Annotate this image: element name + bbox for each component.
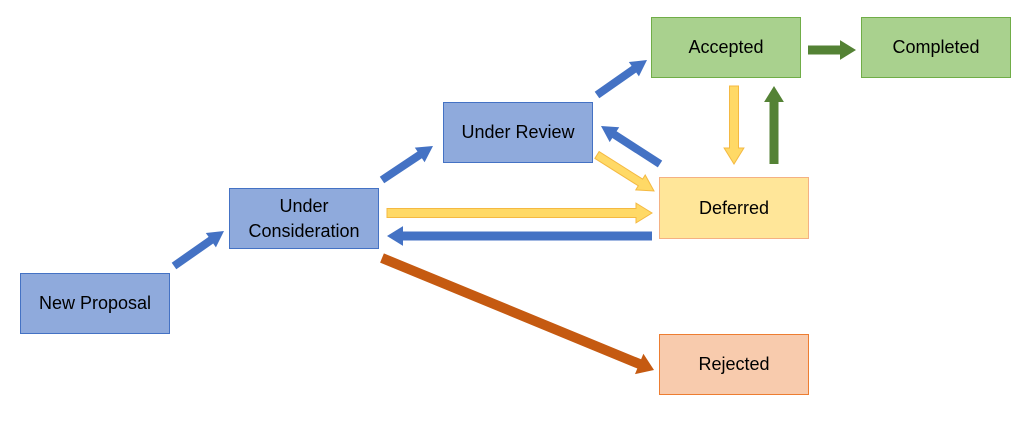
node-under-consideration-label: Under Consideration (248, 196, 360, 241)
arrow-consideration-to-rejected (380, 253, 654, 375)
arrow-deferred-to-review (601, 126, 663, 168)
node-rejected: Rejected (659, 334, 809, 395)
node-new-proposal: New Proposal (20, 273, 170, 334)
node-under-review: Under Review (443, 102, 593, 163)
arrow-deferred-to-consideration (387, 226, 652, 246)
node-accepted-label: Accepted (688, 37, 764, 58)
node-deferred-label: Deferred (698, 197, 770, 218)
node-accepted: Accepted (651, 17, 801, 78)
node-deferred: Deferred (659, 177, 809, 239)
node-new-proposal-label: New Proposal (38, 293, 152, 314)
arrow-accepted-to-deferred (723, 85, 745, 165)
arrow-consideration-to-review (379, 146, 433, 184)
arrow-consideration-to-deferred (386, 202, 653, 224)
node-under-consideration: Under Consideration (229, 188, 379, 249)
node-completed-label: Completed (892, 37, 980, 58)
arrow-accepted-to-completed (808, 40, 856, 60)
node-under-review-label: Under Review (461, 122, 575, 143)
arrow-review-to-deferred (594, 150, 655, 192)
node-completed: Completed (861, 17, 1011, 78)
arrow-deferred-to-accepted (764, 86, 784, 164)
arrow-review-to-accepted (594, 60, 647, 99)
node-rejected-label: Rejected (698, 354, 770, 375)
arrow-new-to-consideration (171, 231, 224, 270)
